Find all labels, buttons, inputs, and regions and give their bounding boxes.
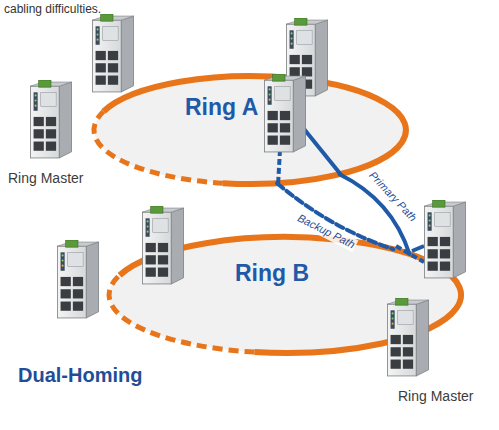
switch	[387, 298, 428, 376]
switch	[92, 14, 133, 92]
ring-name: Ring A	[185, 94, 258, 121]
switch	[142, 206, 183, 284]
ring-master-label: Ring Master	[398, 388, 473, 404]
ring-name: Ring B	[235, 260, 309, 287]
switch	[264, 74, 305, 152]
ring-network: Ring A	[90, 72, 410, 188]
ring-master-label: Ring Master	[8, 170, 83, 186]
switch	[30, 80, 71, 158]
switch	[424, 200, 465, 278]
switch	[57, 240, 98, 318]
diagram-title: Dual-Homing	[18, 364, 142, 387]
intro-text: cabling difficulties.	[4, 2, 101, 16]
ring-outline	[90, 72, 410, 188]
